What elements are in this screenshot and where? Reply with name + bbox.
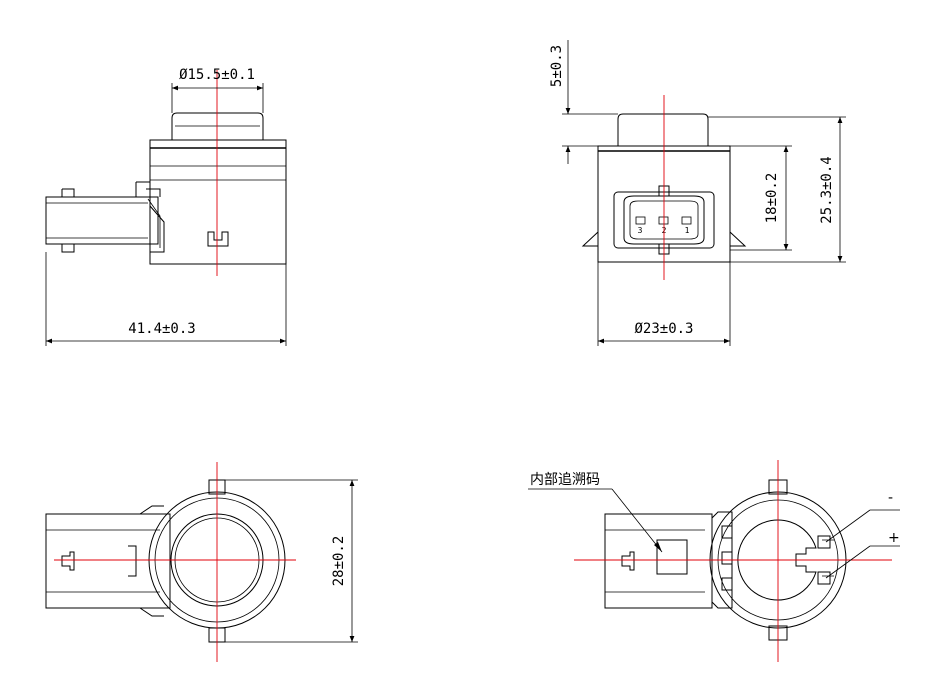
plus-label: + [888, 530, 900, 546]
face-view: 28±0.2 [45, 462, 358, 662]
dim-total-length: 41.4±0.3 [128, 321, 195, 337]
minus-label: - [888, 490, 893, 506]
dim-body-diameter: Ø23±0.3 [634, 321, 693, 337]
trace-code-label: 内部追溯码 [530, 472, 600, 488]
dim-top-diameter: Ø15.5±0.1 [179, 67, 255, 83]
side-view: 3 2 1 5±0.3 18±0.2 25.3±0.4 Ø23±0.3 [549, 40, 846, 346]
dim-body-height: 18±0.2 [764, 173, 780, 224]
trace-code-area [656, 539, 688, 575]
dim-cap-height: 5±0.3 [549, 45, 565, 87]
pin-label-3: 3 [638, 226, 643, 235]
pin-label-1: 1 [685, 226, 690, 235]
rear-view: 内部追溯码 - + [528, 460, 900, 662]
dim-flange-diameter: 28±0.2 [331, 536, 347, 587]
front-view: Ø15.5±0.1 41.4±0.3 [45, 67, 287, 346]
dim-total-height: 25.3±0.4 [819, 156, 835, 223]
